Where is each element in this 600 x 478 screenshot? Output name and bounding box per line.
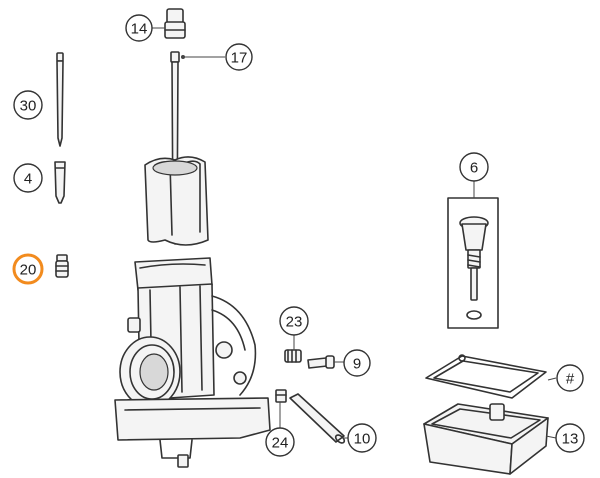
part-30-jet-needle <box>56 52 64 147</box>
callout-14: 14 <box>125 14 153 42</box>
callout-10-label: 10 <box>354 431 371 448</box>
leader-lines <box>152 27 557 439</box>
callout-10: 10 <box>347 423 377 453</box>
callout-13-label: 13 <box>562 431 579 448</box>
callout-23: 23 <box>279 306 309 336</box>
callout-hash-label: # <box>566 371 575 388</box>
throttle-slide <box>144 156 209 246</box>
part-10-pin <box>289 393 346 444</box>
callout-17-label: 17 <box>231 50 248 67</box>
carburetor-body <box>114 257 271 468</box>
gasket <box>425 354 547 399</box>
callout-20-label: 20 <box>20 262 37 279</box>
callout-4-label: 4 <box>24 171 32 188</box>
callout-6-label: 6 <box>470 160 478 177</box>
callout-20: 20 <box>12 253 44 285</box>
part-14-cap <box>164 8 186 39</box>
callout-17: 17 <box>225 43 253 71</box>
part-6-choke-assembly <box>447 197 499 329</box>
part-9-screw <box>307 355 335 369</box>
callout-30: 30 <box>13 90 43 120</box>
part-23-spring <box>284 349 302 363</box>
part-4-needle-jet <box>54 161 66 204</box>
callout-30-label: 30 <box>20 98 37 115</box>
part-20-jet <box>55 254 69 278</box>
callout-hash: # <box>556 364 584 392</box>
callout-9-label: 9 <box>353 356 361 373</box>
part-13-float-bowl <box>423 403 549 475</box>
callout-9: 9 <box>343 349 371 377</box>
callout-24-label: 24 <box>272 435 289 452</box>
callout-23-label: 23 <box>286 314 303 331</box>
callout-24: 24 <box>265 427 295 457</box>
callout-14-label: 14 <box>131 21 148 38</box>
callout-4: 4 <box>13 163 43 193</box>
callout-13: 13 <box>555 423 585 453</box>
part-24-screw <box>275 389 287 403</box>
callout-6: 6 <box>459 152 489 182</box>
